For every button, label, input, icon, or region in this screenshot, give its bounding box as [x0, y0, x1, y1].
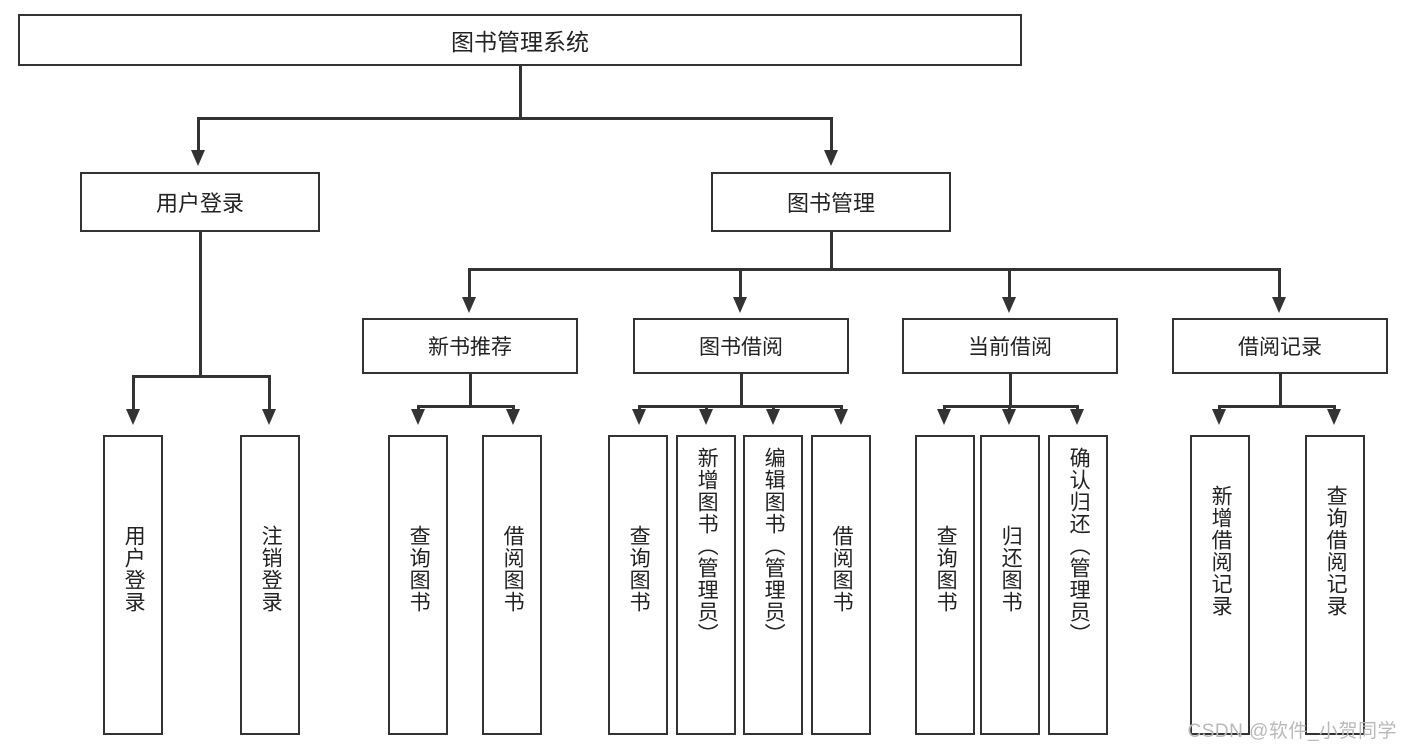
leaf-book-borrow-1[interactable]: 新增图书（管理员） [676, 435, 736, 735]
node-label: 图书借阅 [699, 336, 783, 359]
arrowhead-user-login-leaf-1 [262, 409, 276, 425]
arrowhead-new-book-leaf-0 [411, 409, 425, 425]
leaf-borrow-record-0[interactable]: 新增借阅记录 [1190, 435, 1250, 735]
arrowhead-borrow-record-leaf-0 [1212, 409, 1226, 425]
leaf-book-borrow-3[interactable]: 借阅图书 [811, 435, 871, 735]
leaf-user-login-1[interactable]: 注销登录 [240, 435, 300, 735]
arrowhead-to-book-borrow [733, 297, 747, 313]
connector-book-manage-trunk [830, 232, 833, 270]
connector-current-borrow-trunk [1009, 374, 1012, 407]
arrowhead-book-borrow-leaf-0 [632, 409, 646, 425]
node-book-borrow[interactable]: 图书借阅 [633, 318, 849, 374]
connector-user-login-trunk [199, 232, 202, 377]
leaf-label: 用户登录 [122, 525, 146, 613]
leaf-label: 编辑图书（管理员） [762, 447, 786, 645]
arrowhead-current-borrow-leaf-0 [937, 409, 951, 425]
connector-new-book-trunk [469, 374, 472, 407]
leaf-current-borrow-1[interactable]: 归还图书 [980, 435, 1040, 735]
node-label: 新书推荐 [428, 336, 512, 359]
arrowhead-user-login-leaf-0 [126, 409, 140, 425]
connector-to-new-book [468, 268, 471, 298]
connector-user-login-bus [132, 375, 269, 378]
leaf-user-login-0[interactable]: 用户登录 [103, 435, 163, 735]
leaf-book-borrow-2[interactable]: 编辑图书（管理员） [743, 435, 803, 735]
arrowhead-to-borrow-record [1272, 297, 1286, 313]
leaf-label: 查询图书 [627, 525, 651, 613]
connector-root-trunk [519, 66, 522, 118]
leaf-book-borrow-0[interactable]: 查询图书 [608, 435, 668, 735]
connector-to-current-borrow [1008, 268, 1011, 298]
leaf-label: 归还图书 [999, 525, 1023, 613]
node-borrow-record[interactable]: 借阅记录 [1172, 318, 1388, 374]
connector-book-manage-bus [468, 268, 1280, 271]
connector-current-borrow-bus [943, 405, 1078, 408]
leaf-current-borrow-2[interactable]: 确认归还（管理员） [1048, 435, 1108, 735]
node-label: 用户登录 [155, 191, 244, 216]
arrowhead-to-current-borrow [1002, 297, 1016, 313]
leaf-label: 借阅图书 [501, 525, 525, 613]
leaf-label: 借阅图书 [830, 525, 854, 613]
connector-to-book-borrow [739, 268, 742, 298]
leaf-label: 查询借阅记录 [1324, 485, 1348, 617]
node-root-system[interactable]: 图书管理系统 [18, 14, 1022, 66]
node-label: 图书管理 [786, 191, 875, 216]
arrowhead-book-borrow-leaf-2 [766, 409, 780, 425]
leaf-label: 查询图书 [407, 525, 431, 613]
connector-root-bus [197, 117, 833, 120]
leaf-borrow-record-1[interactable]: 查询借阅记录 [1305, 435, 1365, 735]
connector-borrow-record-bus [1218, 405, 1336, 408]
connector-new-book-bus [417, 405, 515, 408]
arrowhead-current-borrow-leaf-2 [1070, 409, 1084, 425]
node-new-book-recommend[interactable]: 新书推荐 [362, 318, 578, 374]
connector-book-borrow-bus [638, 405, 843, 408]
node-current-borrow[interactable]: 当前借阅 [902, 318, 1118, 374]
leaf-current-borrow-0[interactable]: 查询图书 [915, 435, 975, 735]
node-book-management[interactable]: 图书管理 [711, 172, 951, 232]
leaf-label: 查询图书 [934, 525, 958, 613]
connector-to-book-manage [830, 117, 833, 151]
node-label: 当前借阅 [968, 336, 1052, 359]
leaf-new-book-0[interactable]: 查询图书 [388, 435, 448, 735]
leaf-label: 新增图书（管理员） [695, 447, 719, 645]
leaf-label: 注销登录 [259, 525, 283, 613]
leaf-label: 确认归还（管理员） [1067, 447, 1091, 645]
arrowhead-to-new-book [462, 297, 476, 313]
connector-user-login-leaf-0 [132, 375, 135, 410]
arrowhead-borrow-record-leaf-1 [1327, 409, 1341, 425]
leaf-new-book-1[interactable]: 借阅图书 [482, 435, 542, 735]
arrowhead-book-borrow-leaf-3 [834, 409, 848, 425]
node-label: 借阅记录 [1238, 336, 1322, 359]
connector-to-user-login [197, 117, 200, 151]
node-user-login[interactable]: 用户登录 [80, 172, 320, 232]
connector-to-borrow-record [1278, 268, 1281, 298]
arrowhead-to-user-login [191, 150, 205, 166]
node-label: 图书管理系统 [451, 29, 589, 55]
watermark-text: CSDN @软件_小贺同学 [1187, 721, 1397, 742]
connector-user-login-leaf-1 [268, 375, 271, 410]
arrowhead-to-book-manage [824, 150, 838, 166]
arrowhead-current-borrow-leaf-1 [1002, 409, 1016, 425]
connector-borrow-record-trunk [1279, 374, 1282, 407]
connector-book-borrow-trunk [740, 374, 743, 407]
arrowhead-new-book-leaf-1 [506, 409, 520, 425]
leaf-label: 新增借阅记录 [1209, 485, 1233, 617]
arrowhead-book-borrow-leaf-1 [699, 409, 713, 425]
